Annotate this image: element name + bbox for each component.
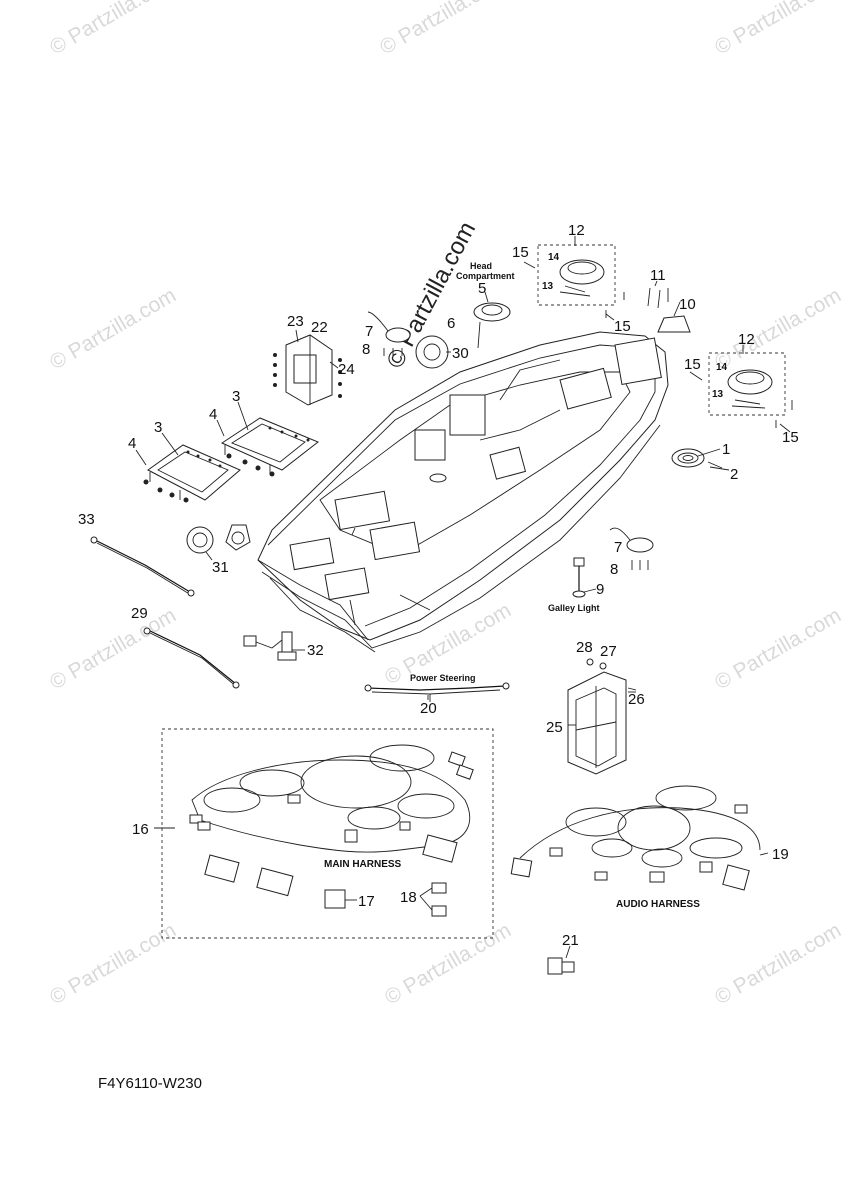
callout: 33 <box>78 511 95 528</box>
callout: 11 <box>650 267 666 284</box>
galley-light-illustration <box>572 557 586 598</box>
head-compartment-light <box>415 302 511 369</box>
callout: 20 <box>420 700 437 717</box>
bracket-illustration <box>273 334 342 406</box>
callout: 14 <box>548 252 560 263</box>
callout: 9 <box>596 581 604 598</box>
callout: 14 <box>716 362 728 373</box>
audio-harness-group <box>510 785 761 891</box>
watermark: © Partzilla.com <box>711 919 845 1010</box>
callout: 16 <box>132 821 149 838</box>
callout: 23 <box>287 313 304 330</box>
galley-light-label: Galley Light <box>548 603 600 613</box>
light-illustration <box>367 311 654 570</box>
callout: 32 <box>307 642 324 659</box>
callout: 18 <box>400 889 417 906</box>
callout: 3 <box>154 419 162 436</box>
connector-21-illustration <box>547 957 575 975</box>
callout: 15 <box>614 318 631 335</box>
text-labels: Head Compartment Galley Light Power Stee… <box>98 261 700 1092</box>
callout: 7 <box>365 323 373 340</box>
main-harness-label: MAIN HARNESS <box>324 859 402 870</box>
power-steering-label: Power Steering <box>410 673 476 683</box>
frames-illustration <box>143 417 319 503</box>
power-steering-cable <box>364 682 510 702</box>
watermark: © Partzilla.com <box>46 604 180 695</box>
callout: 12 <box>738 331 755 348</box>
callout: 15 <box>782 429 799 446</box>
callout: 25 <box>546 719 563 736</box>
cap-illustration <box>647 287 691 333</box>
callout: 17 <box>358 893 375 910</box>
callout-numbers: 1 2 3 3 4 4 5 6 7 7 8 8 9 10 11 12 12 13… <box>78 222 799 949</box>
boat-hull-illustration <box>257 331 669 653</box>
control-unit-illustration <box>567 658 637 775</box>
callout: 5 <box>478 280 486 297</box>
diagram-code: F4Y6110-W230 <box>98 1075 202 1092</box>
callout: 31 <box>212 559 229 576</box>
grille-illustration <box>671 448 723 469</box>
callout: 13 <box>542 281 554 292</box>
socket-illustration <box>186 524 251 554</box>
leader-lines <box>135 236 791 959</box>
callout: 10 <box>679 296 696 313</box>
speaker-assembly-1 <box>537 244 625 318</box>
callout: 29 <box>131 605 148 622</box>
callout: 15 <box>512 244 529 261</box>
watermark: © Partzilla.com <box>711 604 845 695</box>
audio-harness-label: AUDIO HARNESS <box>616 899 700 910</box>
callout: 15 <box>684 356 701 373</box>
watermark: © Partzilla.com <box>46 284 180 375</box>
callout: 22 <box>311 319 328 336</box>
head-compartment-label: Compartment <box>456 271 515 281</box>
callout: 26 <box>628 691 645 708</box>
speaker-assembly-2 <box>708 352 793 428</box>
sensor-illustration <box>243 631 297 661</box>
callout: 21 <box>562 932 579 949</box>
callout: 12 <box>568 222 585 239</box>
callout: 19 <box>772 846 789 863</box>
callout: 28 <box>576 639 593 656</box>
callout: 1 <box>722 441 730 458</box>
head-compartment-label: Head <box>470 261 492 271</box>
callout: 3 <box>232 388 240 405</box>
main-harness-group <box>161 728 494 939</box>
callout: 13 <box>712 389 724 400</box>
watermark: © Partzilla.com <box>46 0 180 59</box>
callout: 8 <box>610 561 618 578</box>
watermark: © Partzilla.com <box>46 919 180 1010</box>
watermark: © Partzilla.com <box>711 284 845 375</box>
callout: 27 <box>600 643 617 660</box>
callout: 7 <box>614 539 622 556</box>
cables-illustration <box>90 536 240 689</box>
callout: 2 <box>730 466 738 483</box>
callout: 30 <box>452 345 469 362</box>
callout: 4 <box>209 406 217 423</box>
callout: 8 <box>362 341 370 358</box>
watermark: © Partzilla.com <box>381 919 515 1010</box>
callout: 24 <box>338 361 355 378</box>
callout: 6 <box>447 315 455 332</box>
callout: 4 <box>128 435 136 452</box>
watermark: © Partzilla.com <box>711 0 845 59</box>
watermark: © Partzilla.com <box>376 0 510 59</box>
